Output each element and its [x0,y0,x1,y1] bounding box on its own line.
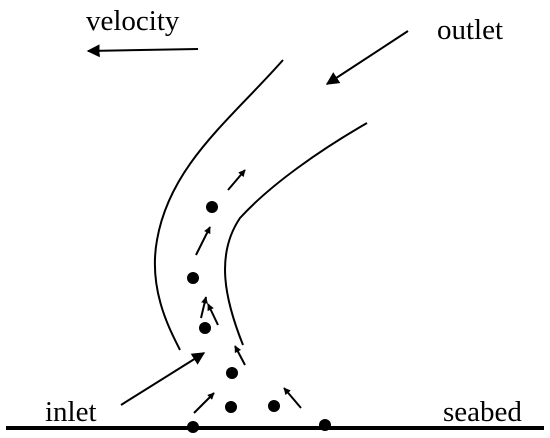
flow-arrow [234,345,246,366]
flow-arrow [227,169,246,191]
particle-dot [206,201,218,213]
plume-boundary-left [153,59,284,351]
flow-arrow [195,226,211,256]
velocity-label: velocity [86,5,180,37]
velocity-arrow [86,44,199,58]
particle-dot [319,419,331,431]
inlet-arrow [120,352,206,406]
inlet-label: inlet [45,396,97,428]
seabed-label: seabed [443,396,522,428]
flow-arrow [193,392,215,414]
flow-arrows [193,169,302,414]
flow-arrow [200,296,208,319]
particle-dot [225,401,237,413]
particle-dot [199,322,211,334]
outlet-arrow [325,30,409,85]
plume-boundary-right [224,122,368,346]
particle-dot [226,367,238,379]
flow-arrow [283,387,302,409]
particle-dot [187,421,199,433]
particle-dot [187,272,199,284]
outlet-label: outlet [437,14,504,46]
particles [187,201,331,433]
flow-arrow [207,303,219,326]
particle-dot [268,400,280,412]
